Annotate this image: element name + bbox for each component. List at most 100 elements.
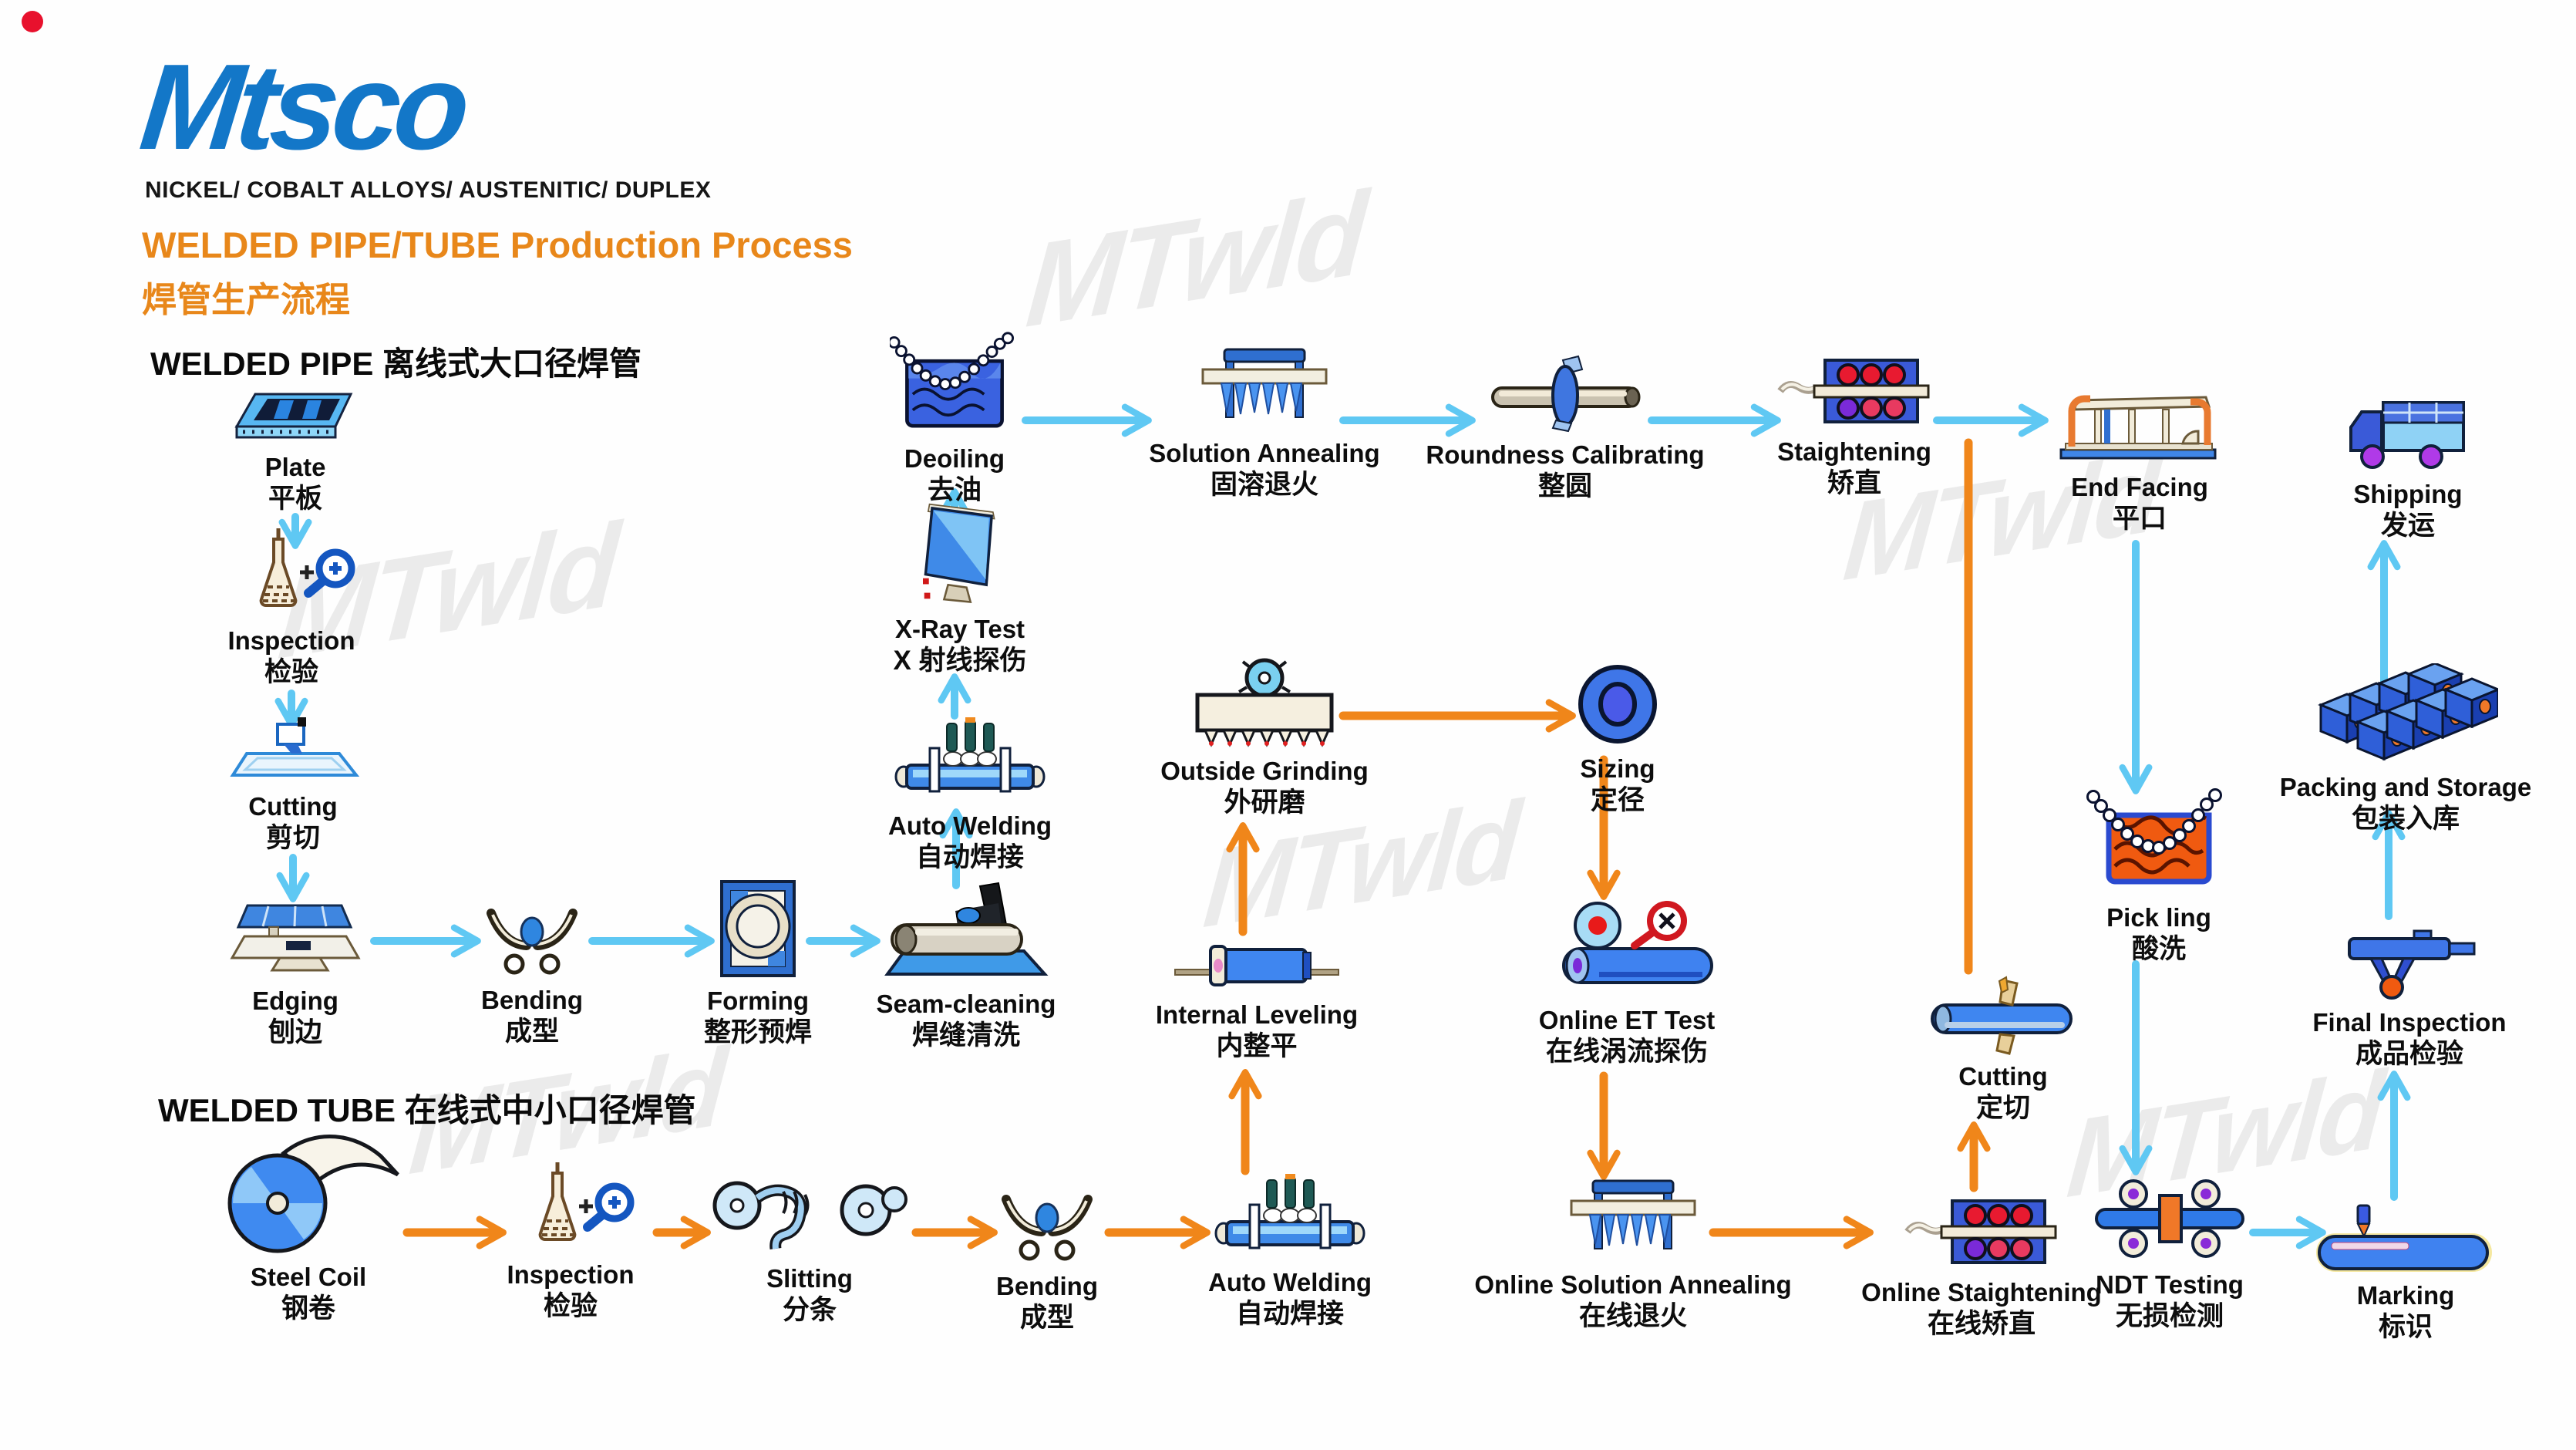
node-label-zh: 发运 — [2380, 511, 2435, 541]
node-online-staightening: Online Staightening 在线矫直 — [1804, 1192, 2159, 1340]
red-dot-icon — [22, 11, 43, 32]
node-label-zh: 酸洗 — [2131, 934, 2186, 965]
node-label-en: Packing and Storage — [2279, 773, 2532, 801]
end-facing-bench-icon — [2055, 379, 2224, 467]
node-label-en: Steel Coil — [250, 1263, 367, 1291]
node-label-en: Deoiling — [904, 444, 1005, 473]
node-label-en: Seam-cleaning — [876, 990, 1056, 1018]
node-outside-grinding: Outside Grinding 外研磨 — [1087, 655, 1442, 818]
node-label-en: End Facing — [2071, 473, 2208, 501]
node-bending-pipe: Bending 成型 — [355, 899, 709, 1047]
node-label-zh: 内整平 — [1216, 1031, 1298, 1062]
node-label-en: Bending — [481, 986, 583, 1014]
pipe-flange-icon — [1488, 354, 1642, 435]
node-label-zh: 标识 — [2378, 1312, 2433, 1343]
brand-tagline: NICKEL/ COBALT ALLOYS/ AUSTENITIC/ DUPLE… — [145, 177, 712, 203]
forming-ring-icon — [716, 877, 800, 981]
node-label-en: Staightening — [1777, 437, 1931, 466]
node-final-inspection: Final Inspection 成品检验 — [2232, 922, 2576, 1070]
node-label-en: X-Ray Test — [894, 615, 1025, 643]
deoiling-tank-icon — [890, 331, 1019, 439]
annealing-furnace-icon — [1564, 1176, 1702, 1265]
plate-cutting-icon — [224, 713, 362, 787]
node-label-en: Marking — [2356, 1281, 2455, 1310]
node-internal-leveling: Internal Leveling 内整平 — [1079, 937, 1434, 1062]
straightening-rollers-icon — [1777, 351, 1931, 432]
node-sizing: Sizing 定径 — [1440, 660, 1795, 816]
node-label-zh: 检验 — [264, 657, 318, 688]
section-header-welded-pipe: WELDED PIPE 离线式大口径焊管 — [150, 346, 642, 382]
node-label-en: Pick ling — [2106, 903, 2211, 932]
caliper-icon — [2340, 922, 2479, 1003]
annealing-furnace-icon — [1195, 345, 1334, 433]
node-label-zh: 自动焊接 — [1235, 1299, 1344, 1330]
node-label-en: Plate — [264, 453, 326, 481]
node-slitting: Slitting 分条 — [632, 1170, 987, 1326]
node-label-en: Cutting — [248, 792, 338, 821]
node-end-facing: End Facing 平口 — [1962, 379, 2317, 534]
page-title: WELDED PIPE/TUBE Production Process — [142, 224, 853, 265]
welding-torch-icon — [893, 717, 1047, 806]
node-label-zh: 成型 — [504, 1017, 559, 1047]
node-label-zh: 整形预焊 — [703, 1017, 812, 1048]
node-label-zh: X 射线探伤 — [893, 646, 1027, 676]
node-label-zh: 固溶退火 — [1210, 470, 1318, 501]
node-shipping: Shipping 发运 — [2231, 386, 2576, 541]
inspection-icon — [505, 1162, 636, 1255]
brand-logo: Mtsco — [134, 39, 470, 175]
node-auto-welding-tube: Auto Welding 自动焊接 — [1113, 1174, 1467, 1330]
page-title-zh: 焊管生产流程 — [142, 280, 351, 319]
node-label-zh: 检验 — [543, 1291, 598, 1322]
node-label-zh: 无损检测 — [2115, 1301, 2224, 1332]
node-online-solution-annealing: Online Solution Annealing 在线退火 — [1456, 1176, 1810, 1332]
node-label-zh: 定切 — [1975, 1093, 2030, 1124]
node-label-en: Online Solution Annealing — [1474, 1270, 1792, 1299]
node-label-en: Online Staightening — [1861, 1278, 2102, 1307]
node-label-en: Shipping — [2353, 480, 2463, 508]
steel-coil-icon — [216, 1130, 401, 1257]
node-online-et-test: Online ET Test 在线涡流探伤 — [1450, 896, 1804, 1067]
node-roundness-calibrating: Roundness Calibrating 整圆 — [1388, 354, 1743, 502]
node-cutting-fixed: Cutting 定切 — [1826, 976, 2180, 1124]
node-label-en: Auto Welding — [887, 811, 1052, 840]
node-label-zh: 外研磨 — [1224, 787, 1305, 818]
node-label-en: Roundness Calibrating — [1426, 440, 1705, 469]
node-label-en: Edging — [252, 986, 338, 1015]
node-label-zh: 自动焊接 — [915, 842, 1024, 873]
edging-machine-icon — [226, 896, 365, 981]
node-label-en: NDT Testing — [2096, 1270, 2244, 1299]
pickling-tank-icon — [2086, 778, 2232, 898]
node-forming: Forming 整形预焊 — [581, 877, 935, 1048]
plate-icon — [234, 389, 357, 447]
node-plate: Plate 平板 — [118, 389, 473, 514]
node-steel-coil: Steel Coil 钢卷 — [131, 1130, 486, 1324]
section-header-welded-tube: WELDED TUBE 在线式中小口径焊管 — [158, 1092, 696, 1128]
node-label-en: Bending — [996, 1272, 1098, 1300]
node-label-zh: 去油 — [927, 475, 982, 506]
welding-torch-icon — [1213, 1174, 1367, 1263]
node-label-en: Cutting — [1958, 1062, 2048, 1091]
node-label-en: Forming — [707, 986, 809, 1015]
node-label-en: Final Inspection — [2312, 1008, 2507, 1037]
sizing-ring-icon — [1574, 660, 1662, 749]
node-label-zh: 在线退火 — [1578, 1301, 1687, 1332]
node-inspection-pipe: Inspection 检验 — [114, 528, 469, 688]
bending-rollers-icon — [482, 899, 582, 980]
node-packing-storage: Packing and Storage 包装入库 — [2228, 663, 2576, 835]
straightening-rollers-icon — [1904, 1192, 2059, 1273]
node-label-en: Slitting — [766, 1264, 853, 1293]
node-marking: Marking 标识 — [2228, 1202, 2576, 1343]
node-label-zh: 成型 — [1019, 1303, 1074, 1334]
node-label-zh: 焊缝清洗 — [911, 1020, 1020, 1051]
node-label-en: Internal Leveling — [1155, 1000, 1359, 1029]
node-xray-test: X-Ray Test X 射线探伤 — [783, 494, 1137, 676]
node-label-en: Sizing — [1580, 754, 1655, 783]
node-deoiling: Deoiling 去油 — [777, 331, 1132, 506]
node-cutting-pipe: Cutting 剪切 — [116, 713, 470, 854]
node-label-zh: 剪切 — [265, 823, 320, 854]
node-edging: Edging 刨边 — [118, 896, 473, 1048]
node-label-zh: 矫直 — [1827, 468, 1881, 499]
node-pickling: Pick ling 酸洗 — [1982, 778, 2336, 965]
node-label-zh: 分条 — [782, 1295, 837, 1326]
eddy-current-test-icon — [1534, 896, 1719, 1000]
